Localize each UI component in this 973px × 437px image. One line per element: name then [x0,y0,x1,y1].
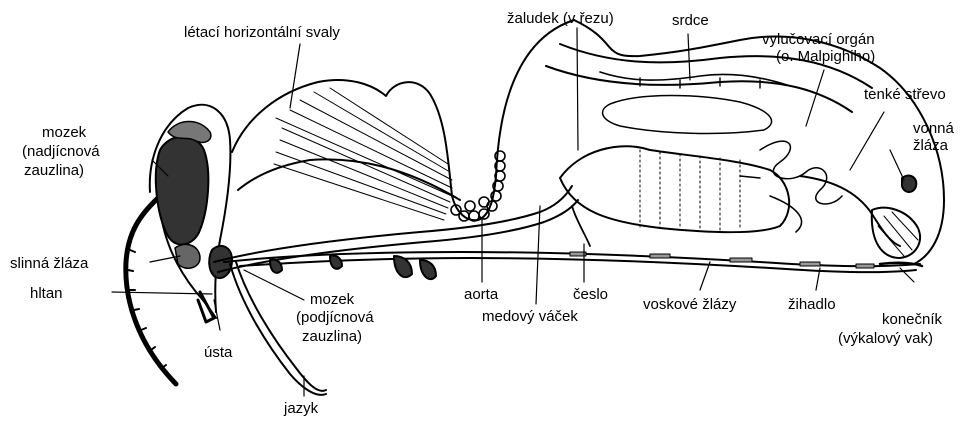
label-tongue: jazyk [284,400,318,417]
label-brain-sub-1: mozek [310,291,354,308]
label-stinger: žihadlo [788,296,836,313]
label-salivary-gland: slinná žláza [10,255,88,272]
label-flight-muscles: létací horizontální svaly [184,24,340,41]
esophagus [214,186,572,262]
scent-gland [902,176,916,192]
label-scent-gland-1: vonná [913,120,954,137]
label-proventriculus: česlo [573,286,608,303]
label-malpighian-1: vylučovací orgán [762,31,875,48]
label-malpighian-2: (o. Malpighiho) [776,48,875,65]
proventriculus [572,206,590,246]
label-heart: srdce [672,12,709,29]
label-scent-gland-2: žláza [913,137,948,154]
label-honey-stomach: medový váček [482,308,578,325]
honey-stomach [560,146,789,232]
label-aorta: aorta [464,286,498,303]
rectum [872,208,920,258]
malpighian-tubules [740,141,842,232]
label-brain-sub-2: (podjícnová [296,309,374,326]
label-rectum-1: konečník [882,311,942,328]
label-pharynx: hltan [30,285,63,302]
label-wax-glands: voskové žlázy [643,296,736,313]
label-mouth: ústa [204,344,232,361]
label-stomach: žaludek (v řezu) [507,10,614,27]
label-small-intestine: tenké střevo [864,86,946,103]
label-brain-supra-1: mozek [42,124,86,141]
tongue [236,262,326,391]
label-rectum-2: (výkalový vak) [838,330,933,347]
label-brain-sub-3: zauzlina) [302,328,362,345]
label-brain-supra-3: zauzlina) [24,162,84,179]
brain-supraesophageal [156,137,209,245]
label-brain-supra-2: (nadjícnová [22,143,100,160]
small-intestine [800,176,900,246]
flight-muscles [274,88,452,220]
